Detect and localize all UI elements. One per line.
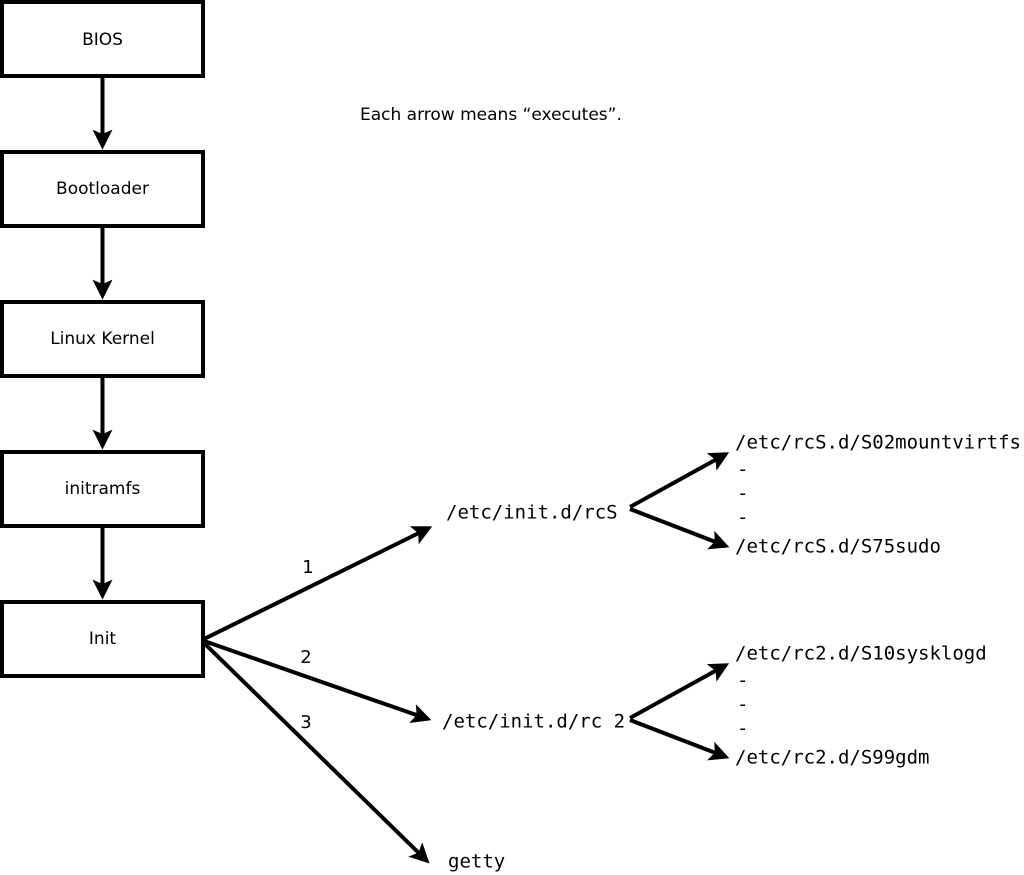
edge-init-to-rcs bbox=[203, 526, 433, 641]
rcs-ellipsis-dash-1: - bbox=[737, 459, 748, 481]
edge-rc2-to-last-script bbox=[629, 718, 730, 761]
node-init[interactable]: Init bbox=[0, 600, 205, 678]
branch-number-3: 3 bbox=[300, 712, 311, 733]
edge-rcs-to-first-script bbox=[629, 452, 730, 509]
label-rc2-last-script: /etc/rc2.d/S99gdm bbox=[735, 747, 929, 769]
initramfs-label: initramfs bbox=[65, 479, 141, 499]
bios-label: BIOS bbox=[82, 30, 123, 50]
label-rc2-first-script: /etc/rc2.d/S10sysklogd bbox=[735, 643, 987, 665]
bios-box[interactable] bbox=[0, 0, 205, 78]
caption-text: Each arrow means “executes”. bbox=[360, 105, 622, 125]
branch-number-2: 2 bbox=[300, 647, 311, 668]
linux-kernel-label: Linux Kernel bbox=[50, 329, 155, 349]
bootloader-box[interactable] bbox=[0, 150, 205, 228]
rc2-ellipsis-dash-3: - bbox=[737, 718, 748, 740]
node-linux-kernel[interactable]: Linux Kernel bbox=[0, 300, 205, 378]
node-bootloader[interactable]: Bootloader bbox=[0, 150, 205, 228]
bootloader-label: Bootloader bbox=[56, 179, 149, 199]
rc2-ellipsis-dash-2: - bbox=[737, 694, 748, 716]
branch-number-1: 1 bbox=[302, 557, 313, 578]
init-box[interactable] bbox=[0, 600, 205, 678]
node-initramfs[interactable]: initramfs bbox=[0, 450, 205, 528]
init-label: Init bbox=[89, 629, 117, 649]
label-init-d-rc2: /etc/init.d/rc 2 bbox=[442, 711, 625, 733]
label-init-d-rcs: /etc/init.d/rcS bbox=[446, 502, 618, 524]
node-bios[interactable]: BIOS bbox=[0, 0, 205, 78]
edge-init-to-rc2 bbox=[203, 639, 432, 724]
rcs-ellipsis-dash-2: - bbox=[737, 483, 748, 505]
rcs-ellipsis-dash-3: - bbox=[737, 507, 748, 529]
edge-rcs-to-last-script bbox=[629, 507, 730, 550]
edge-rc2-to-first-script bbox=[629, 663, 730, 720]
label-getty: getty bbox=[448, 851, 505, 873]
rc2-ellipsis-dash-1: - bbox=[737, 670, 748, 692]
label-rcs-last-script: /etc/rcS.d/S75sudo bbox=[735, 536, 941, 558]
linux-kernel-box[interactable] bbox=[0, 300, 205, 378]
label-rcs-first-script: /etc/rcS.d/S02mountvirtfs bbox=[735, 432, 1021, 454]
edge-init-to-getty bbox=[202, 641, 430, 864]
